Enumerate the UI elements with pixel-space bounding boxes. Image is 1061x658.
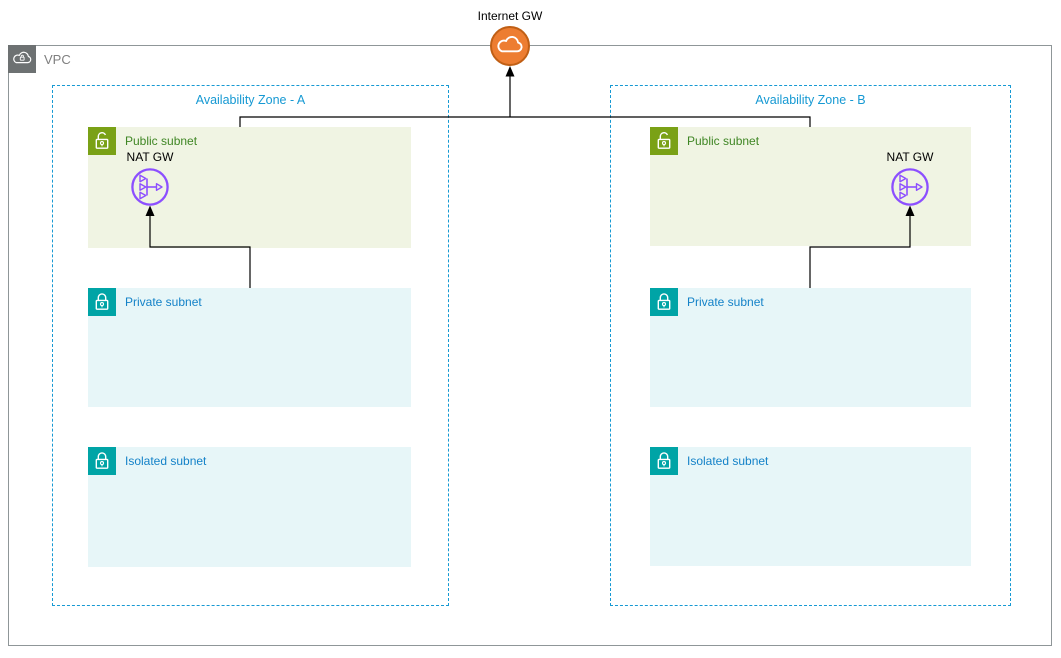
internet-gateway-label: Internet GW <box>477 9 543 23</box>
cloud-lock-icon <box>8 45 36 73</box>
lock-closed-icon <box>650 447 678 475</box>
private-subnet-b: Private subnet <box>650 288 971 407</box>
lock-closed-icon <box>650 288 678 316</box>
isolated-subnet-b: Isolated subnet <box>650 447 971 566</box>
nat-gateway-icon <box>891 168 929 206</box>
private-subnet-b-header: Private subnet <box>650 288 764 316</box>
public-subnet-a: Public subnet <box>88 127 411 248</box>
cloud-icon <box>490 26 530 66</box>
vpc-label: VPC <box>44 51 71 67</box>
public-subnet-b-header: Public subnet <box>650 127 759 155</box>
lock-open-icon <box>650 127 678 155</box>
isolated-subnet-a-label: Isolated subnet <box>125 454 207 468</box>
isolated-subnet-a-header: Isolated subnet <box>88 447 206 475</box>
private-subnet-b-label: Private subnet <box>687 295 764 309</box>
public-subnet-a-header: Public subnet <box>88 127 197 155</box>
vpc-container <box>8 45 1052 646</box>
availability-zone-a: Availability Zone - A <box>52 85 449 606</box>
vpc-header: VPC <box>8 45 71 73</box>
nat-gateway-a <box>128 165 172 209</box>
isolated-subnet-b-label: Isolated subnet <box>687 454 769 468</box>
private-subnet-a: Private subnet <box>88 288 411 407</box>
nat-gateway-b <box>888 165 932 209</box>
public-subnet-b-label: Public subnet <box>687 134 760 148</box>
internet-gateway <box>487 23 533 69</box>
isolated-subnet-b-header: Isolated subnet <box>650 447 768 475</box>
lock-open-icon <box>88 127 116 155</box>
lock-closed-icon <box>88 447 116 475</box>
nat-gateway-b-label: NAT GW <box>886 150 934 164</box>
nat-gateway-icon <box>131 168 169 206</box>
nat-gateway-a-label: NAT GW <box>126 150 174 164</box>
availability-zone-a-label: Availability Zone - A <box>195 93 306 107</box>
public-subnet-a-label: Public subnet <box>125 134 198 148</box>
availability-zone-b-label: Availability Zone - B <box>755 93 866 107</box>
lock-closed-icon <box>88 288 116 316</box>
isolated-subnet-a: Isolated subnet <box>88 447 411 567</box>
private-subnet-a-header: Private subnet <box>88 288 202 316</box>
availability-zone-b: Availability Zone - B <box>610 85 1011 606</box>
private-subnet-a-label: Private subnet <box>125 295 202 309</box>
